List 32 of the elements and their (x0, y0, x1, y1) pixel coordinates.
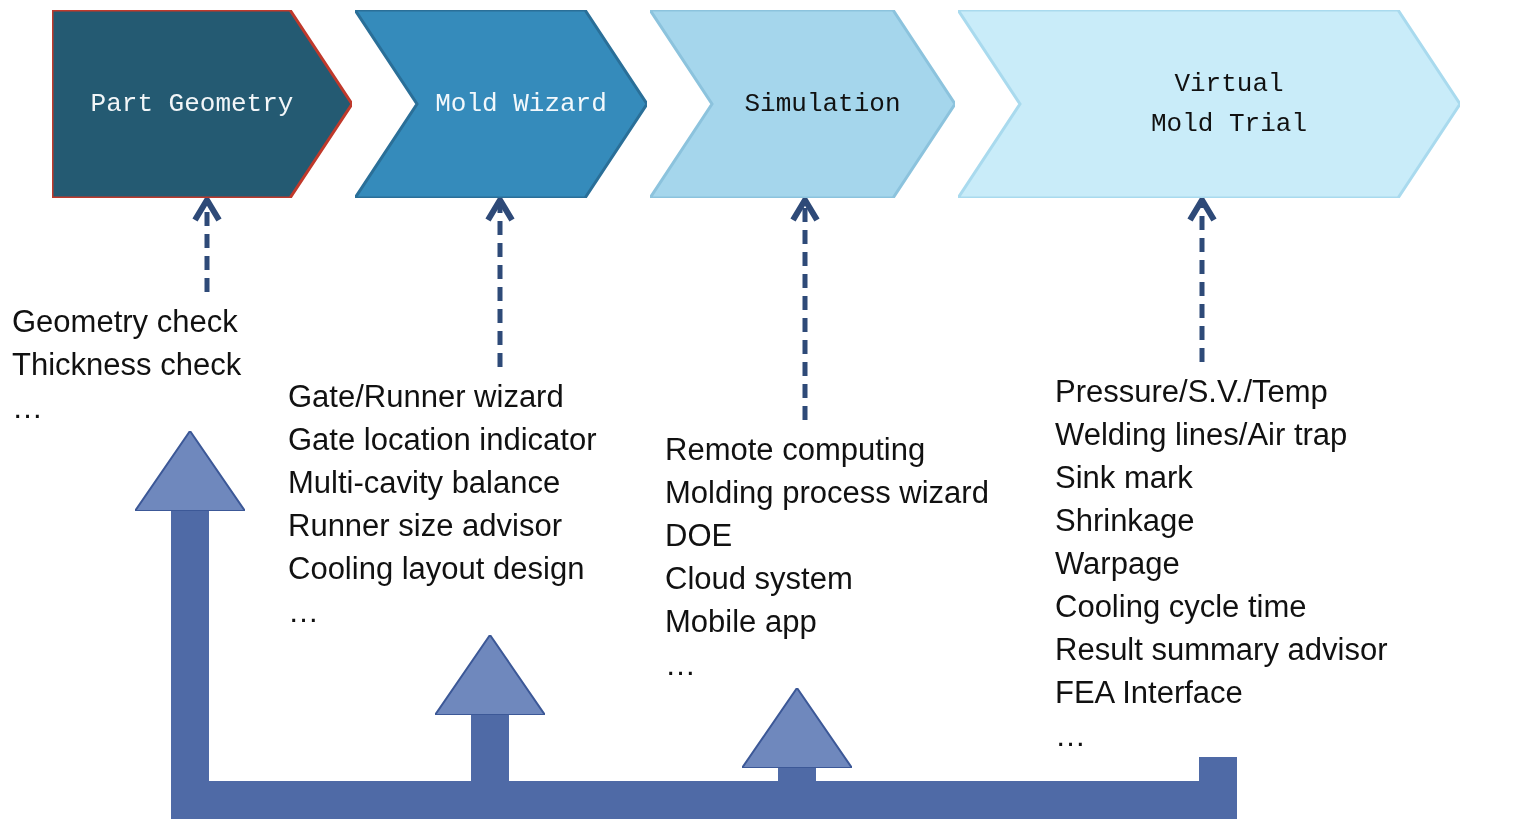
list-item: DOE (665, 517, 734, 555)
list-item: … (665, 646, 697, 684)
step-label: Part Geometry (89, 88, 295, 121)
process-step (958, 10, 1460, 198)
list-item: Cooling layout design (288, 550, 586, 588)
list-item: Mobile app (665, 603, 818, 641)
list-item: Result summary advisor (1055, 631, 1388, 669)
list-item: Cooling cycle time (1055, 588, 1308, 626)
list-item: Cloud system (665, 560, 854, 598)
step-label: Simulation (743, 88, 902, 121)
list-item: FEA Interface (1055, 674, 1244, 712)
list-item: Pressure/S.V./Temp (1055, 373, 1329, 411)
list-item: … (288, 593, 320, 631)
list-item: Runner size advisor (288, 507, 563, 545)
process-step (650, 10, 955, 198)
step-label: Mold Wizard (434, 88, 608, 121)
list-item: … (1055, 717, 1087, 755)
list-item: Shrinkage (1055, 502, 1196, 540)
list-item: Sink mark (1055, 459, 1194, 497)
list-item: … (12, 389, 44, 427)
list-item: Multi-cavity balance (288, 464, 562, 502)
list-item: Gate location indicator (288, 421, 597, 459)
list-item: Geometry check (12, 303, 239, 341)
list-item: Remote computing (665, 431, 927, 469)
list-item: Gate/Runner wizard (288, 378, 565, 416)
list-item: Thickness check (12, 346, 242, 384)
list-item: Molding process wizard (665, 474, 989, 512)
process-step (52, 10, 352, 198)
step-label: Virtual Mold Trial (1150, 68, 1308, 141)
list-item: Warpage (1055, 545, 1181, 583)
process-step (355, 10, 647, 198)
list-item: Welding lines/Air trap (1055, 416, 1349, 454)
